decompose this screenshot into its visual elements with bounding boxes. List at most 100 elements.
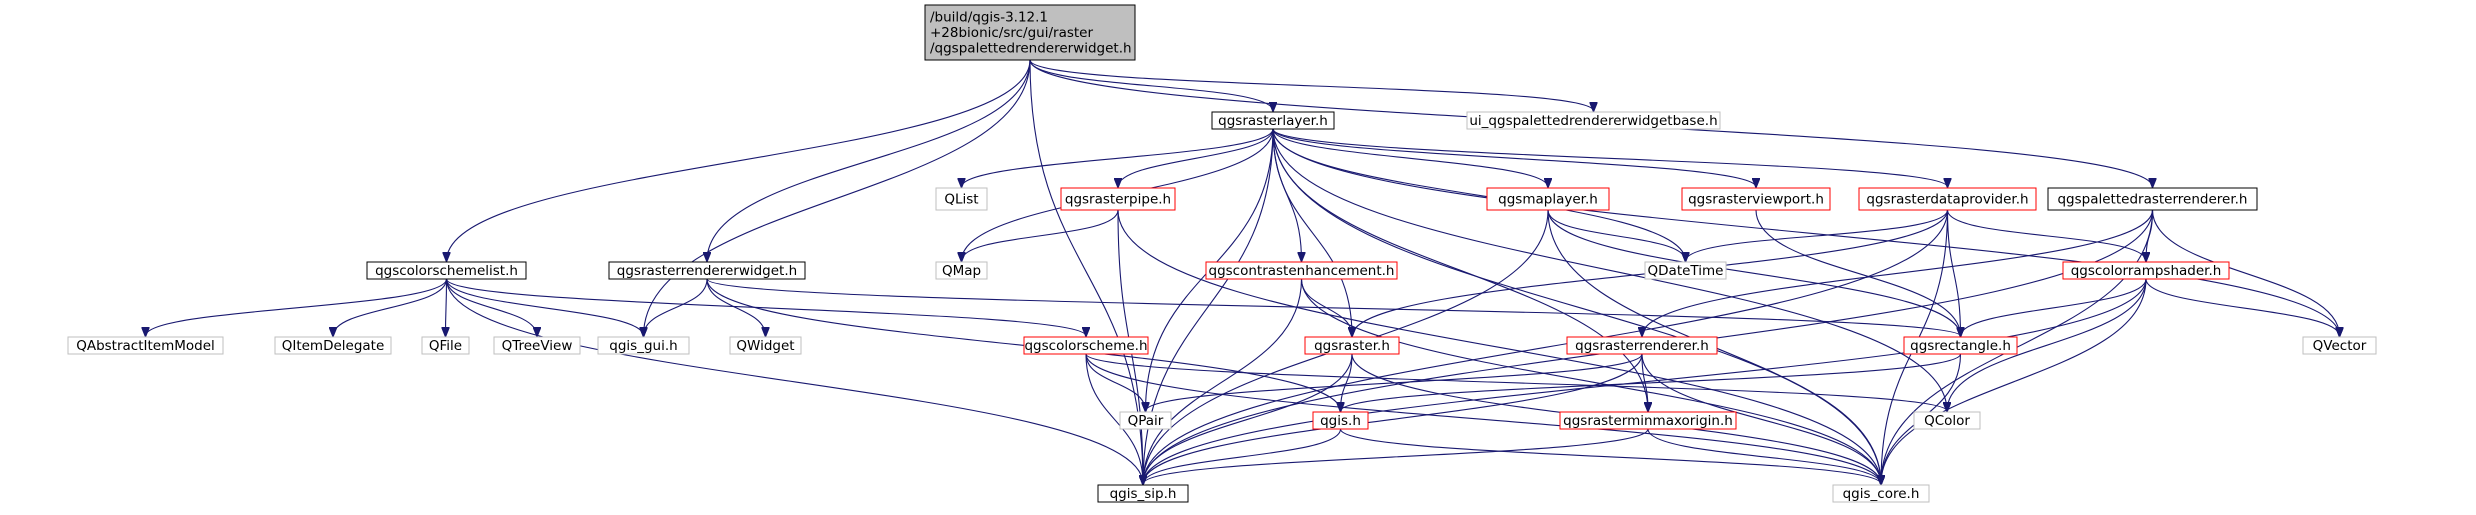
node-qgscontrastenhancement[interactable]: qgscontrastenhancement.h [1205, 261, 1398, 280]
node-qgscolorschemelist[interactable]: qgscolorschemelist.h [366, 261, 527, 280]
node-box-qgscolorrampshader [2062, 261, 2230, 280]
node-box-QAbstractItemModel [67, 336, 224, 355]
node-box-qgscolorschemelist [366, 261, 527, 280]
edge-qgscolorrampshader-to-qgis_core [1881, 278, 2147, 484]
edge-qgsrasterlayer-to-qgsrasterviewport [1272, 128, 1756, 187]
node-qgsrasterpipe[interactable]: qgsrasterpipe.h [1060, 187, 1176, 211]
edge-qgscontrastenhancement-to-qgis_core [1300, 278, 1882, 484]
node-label-QAbstractItemModel: QAbstractItemModel [76, 338, 215, 354]
edge-root-to-qgsrasterlayer [1029, 59, 1273, 111]
edge-qgsrasterlayer-to-QVector [1272, 128, 2340, 336]
edge-root-to-qgscolorschemelist [447, 59, 1031, 261]
node-box-qgsrasterpipe [1060, 187, 1176, 211]
edge-qgsrasterviewport-to-qgsrectangle [1755, 209, 1961, 336]
node-box-qgscolorscheme [1023, 336, 1149, 355]
edge-qgsrasterlayer-to-qgsrasterpipe [1118, 128, 1274, 187]
node-QList[interactable]: QList [935, 187, 988, 211]
edge-qgscolorschemelist-to-QItemDelegate [333, 278, 448, 336]
node-qgsrectangle[interactable]: qgsrectangle.h [1903, 336, 2018, 355]
edge-qgscolorschemelist-to-QAbstractItemModel [146, 278, 448, 336]
edge-qgsmaplayer-to-qgsrectangle [1547, 209, 1961, 336]
edge-qgsrasterdataprovider-to-qgis_sip [1143, 209, 1949, 484]
node-box-qgsrectangle [1903, 336, 2018, 355]
node-qgsmaplayer[interactable]: qgsmaplayer.h [1486, 187, 1610, 211]
edge-qgscolorscheme-to-QColor [1085, 353, 1947, 411]
edge-qgsrasterdataprovider-to-qgscolorrampshader [1946, 209, 2147, 261]
node-QColor[interactable]: QColor [1913, 411, 1981, 430]
edge-qgscolorrampshader-to-qgsrectangle [1961, 278, 2147, 336]
node-ui_widgetbase[interactable]: ui_qgspalettedrendererwidgetbase.h [1466, 111, 1721, 130]
edge-qgscolorschemelist-to-QFile [446, 278, 447, 336]
node-box-qgsrasterminmaxorigin [1559, 411, 1737, 430]
node-QVector[interactable]: QVector [2302, 336, 2377, 355]
edge-qgsrasterdataprovider-to-qgsrectangle [1946, 209, 1961, 336]
node-label-qgsraster: qgsraster.h [1314, 338, 1390, 354]
node-label-qgscolorschemelist: qgscolorschemelist.h [375, 263, 518, 279]
edge-qgscolorrampshader-to-QVector [2145, 278, 2340, 336]
node-QItemDelegate[interactable]: QItemDelegate [274, 336, 392, 355]
node-label-root: /qgspalettedrendererwidget.h [930, 40, 1132, 56]
node-qgsrasterviewport[interactable]: qgsrasterviewport.h [1681, 187, 1831, 211]
node-qgsraster[interactable]: qgsraster.h [1304, 336, 1400, 355]
node-qgsrasterrenderer[interactable]: qgsrasterrenderer.h [1566, 336, 1718, 355]
node-label-qgis: qgis.h [1320, 413, 1361, 429]
node-QTreeView[interactable]: QTreeView [493, 336, 581, 355]
edge-root-to-qgis_sip [1029, 59, 1143, 484]
node-box-qgspalettedrasterrenderer [2047, 187, 2258, 211]
node-box-qgsrasterlayer [1211, 111, 1335, 130]
node-label-qgis_sip: qgis_sip.h [1110, 486, 1177, 502]
node-label-QMap: QMap [942, 263, 981, 279]
edge-qgscolorschemelist-to-qgis_gui [445, 278, 644, 336]
node-qgis[interactable]: qgis.h [1312, 411, 1369, 430]
node-qgsrasterlayer[interactable]: qgsrasterlayer.h [1211, 111, 1335, 130]
node-box-qgscontrastenhancement [1205, 261, 1398, 280]
node-qgsrasterrendererwidget[interactable]: qgsrasterrendererwidget.h [608, 261, 806, 280]
node-label-qgis_core: qgis_core.h [1843, 486, 1920, 502]
node-label-qgis_gui: qgis_gui.h [609, 338, 677, 354]
edge-qgscolorrampshader-to-QColor [1947, 278, 2147, 411]
edge-qgscolorschemelist-to-QTreeView [445, 278, 538, 336]
node-label-QList: QList [944, 191, 978, 207]
node-box-QItemDelegate [274, 336, 392, 355]
node-box-qgis [1312, 411, 1369, 430]
node-QMap[interactable]: QMap [935, 261, 988, 280]
edge-root-to-qgsrasterrendererwidget [707, 59, 1031, 261]
node-label-qgscolorrampshader: qgscolorrampshader.h [2071, 263, 2222, 279]
node-box-QFile [421, 336, 470, 355]
node-label-qgsrasterviewport: qgsrasterviewport.h [1688, 191, 1824, 207]
edge-qgsrasterrendererwidget-to-qgis_gui [644, 278, 708, 336]
node-box-QColor [1913, 411, 1981, 430]
edge-qgsrasterrenderer-to-qgis_sip [1143, 353, 1643, 484]
edge-qgsrasterdataprovider-to-QDateTime [1686, 209, 1949, 261]
node-box-QWidget [729, 336, 802, 355]
edge-qgsrasterrendererwidget-to-QWidget [706, 278, 766, 336]
edge-qgis-to-qgis_core [1339, 428, 1882, 484]
node-qgspalettedrasterrenderer[interactable]: qgspalettedrasterrenderer.h [2047, 187, 2258, 211]
node-label-QVector: QVector [2313, 338, 2367, 354]
node-label-qgsmaplayer: qgsmaplayer.h [1498, 191, 1598, 207]
edge-qgsrasterminmaxorigin-to-qgis_sip [1143, 428, 1649, 484]
edge-qgsrasterlayer-to-qgsraster [1272, 128, 1352, 336]
node-root[interactable]: /build/qgis-3.12.1+28bionic/src/gui/rast… [924, 4, 1136, 61]
node-label-qgspalettedrasterrenderer: qgspalettedrasterrenderer.h [2057, 191, 2247, 207]
node-qgscolorscheme[interactable]: qgscolorscheme.h [1023, 336, 1149, 355]
node-QFile[interactable]: QFile [421, 336, 470, 355]
node-qgis_sip[interactable]: qgis_sip.h [1097, 484, 1189, 503]
node-QAbstractItemModel[interactable]: QAbstractItemModel [67, 336, 224, 355]
node-qgsrasterminmaxorigin[interactable]: qgsrasterminmaxorigin.h [1559, 411, 1737, 430]
node-label-qgsrasterdataprovider: qgsrasterdataprovider.h [1866, 191, 2028, 207]
node-qgscolorrampshader[interactable]: qgscolorrampshader.h [2062, 261, 2230, 280]
node-qgis_core[interactable]: qgis_core.h [1832, 484, 1930, 503]
node-qgsrasterdataprovider[interactable]: qgsrasterdataprovider.h [1858, 187, 2037, 211]
node-QWidget[interactable]: QWidget [729, 336, 802, 355]
edge-qgsrasterpipe-to-QMap [962, 209, 1119, 261]
node-box-QList [935, 187, 988, 211]
node-QDateTime[interactable]: QDateTime [1644, 261, 1727, 280]
edge-root-to-ui_widgetbase [1029, 59, 1594, 111]
node-box-qgsrasterrendererwidget [608, 261, 806, 280]
node-label-qgsrasterpipe: qgsrasterpipe.h [1065, 191, 1171, 207]
node-box-QDateTime [1644, 261, 1727, 280]
node-qgis_gui[interactable]: qgis_gui.h [597, 336, 690, 355]
node-box-qgis_sip [1097, 484, 1189, 503]
node-QPair[interactable]: QPair [1119, 411, 1172, 430]
